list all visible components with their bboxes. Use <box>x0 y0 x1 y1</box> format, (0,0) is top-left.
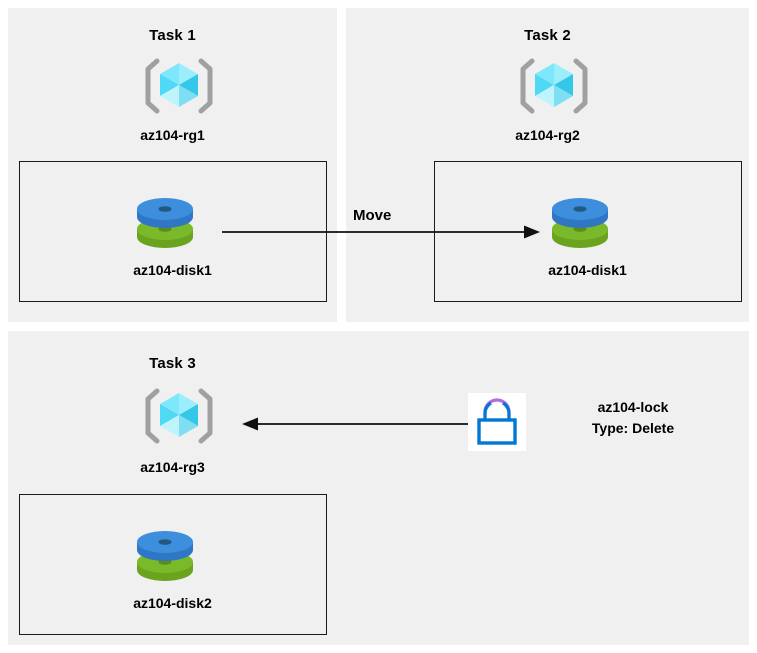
lock-name: az104-lock <box>597 399 669 415</box>
resource-group-icon <box>520 57 588 115</box>
lock-name-and-type: az104-lock Type: Delete <box>528 397 738 439</box>
panel-task-1: Task 1 az104-rg1 <box>8 8 337 322</box>
managed-disk-icon <box>544 192 616 254</box>
move-arrow-label: Move <box>353 207 392 224</box>
lock-icon <box>468 393 526 451</box>
disk-label-task-3: az104-disk2 <box>133 595 212 611</box>
disk-label-task-1: az104-disk1 <box>133 262 212 278</box>
resource-box-task-1: az104-disk1 <box>19 161 327 302</box>
lock-type: Type: Delete <box>591 420 675 436</box>
managed-disk-icon <box>129 525 201 587</box>
managed-disk-icon <box>129 192 201 254</box>
resource-group-label-rg3: az104-rg3 <box>140 459 205 475</box>
resource-group-label-rg1: az104-rg1 <box>140 127 205 143</box>
resource-box-task-3: az104-disk2 <box>19 494 327 635</box>
resource-group-icon <box>145 387 213 445</box>
resource-box-task-2: az104-disk1 <box>434 161 742 302</box>
task-1-title: Task 1 <box>149 27 196 44</box>
task-3-title: Task 3 <box>149 355 196 372</box>
panel-task-2: Task 2 az104-rg2 <box>346 8 749 322</box>
task-2-title: Task 2 <box>524 27 571 44</box>
resource-group-icon <box>145 57 213 115</box>
panel-task-3: Task 3 az104-rg3 <box>8 331 749 645</box>
disk-label-task-2: az104-disk1 <box>548 262 627 278</box>
resource-group-label-rg2: az104-rg2 <box>515 127 580 143</box>
